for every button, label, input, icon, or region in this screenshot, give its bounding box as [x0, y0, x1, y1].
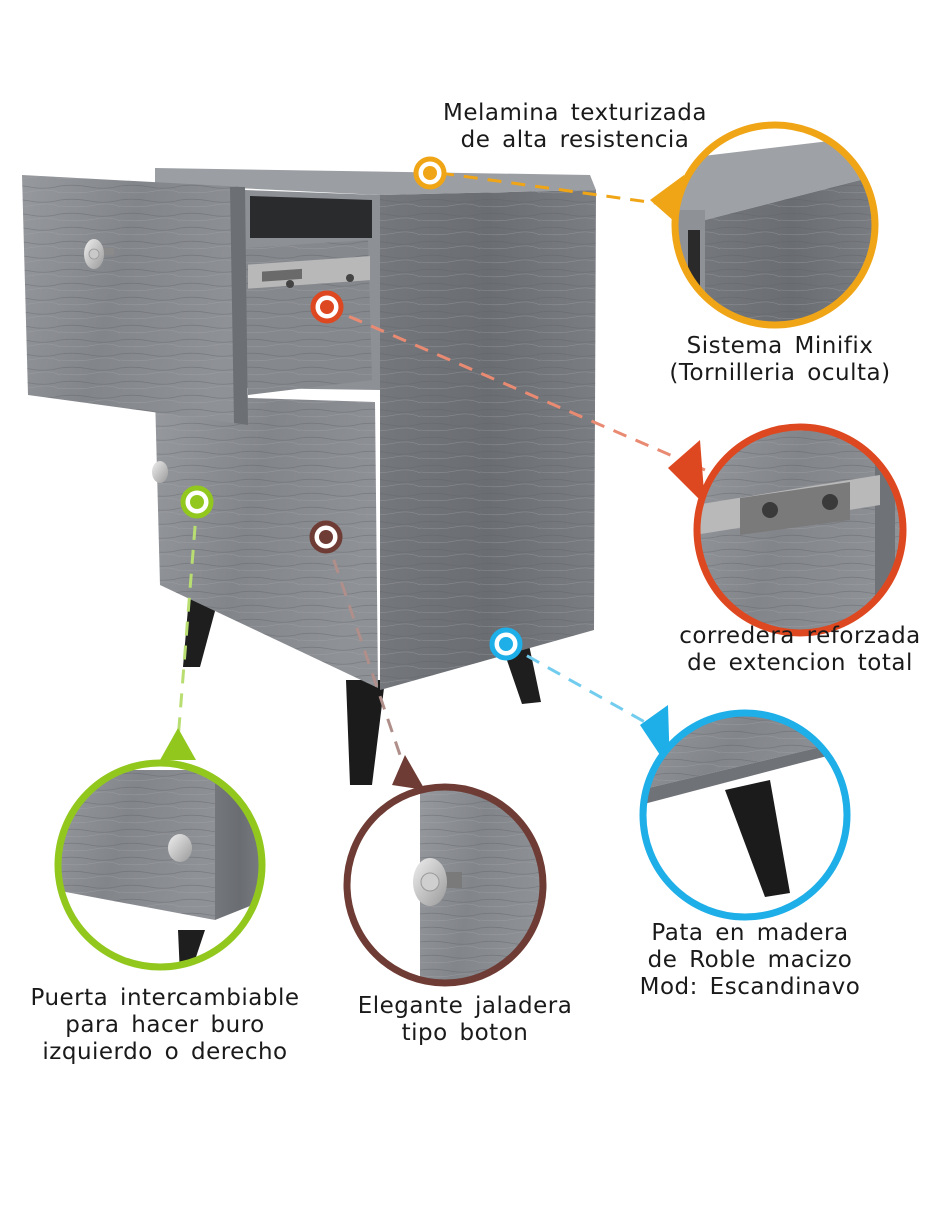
zoom-puerta: [54, 728, 266, 971]
label-corredera: corredera reforzada de extencion total: [679, 623, 921, 676]
door-knob-icon: [152, 461, 168, 483]
hotspot-pata-icon[interactable]: [489, 627, 523, 661]
label-melamina: Melamina texturizada de alta resistencia: [443, 100, 707, 153]
label-minifix: Sistema Minifix (Tornilleria oculta): [669, 333, 891, 386]
zoom-corredera: [668, 423, 907, 637]
hotspot-puerta-icon[interactable]: [180, 485, 214, 519]
nightstand: [22, 168, 596, 785]
zoom-melamina: [650, 121, 879, 329]
hotspot-corredera-icon[interactable]: [310, 290, 344, 324]
knob-icon: [168, 834, 192, 862]
zoom-pata: [639, 705, 851, 921]
label-puerta: Puerta intercambiable para hacer buro iz…: [30, 985, 300, 1065]
leg-front-left: [346, 680, 385, 785]
cabinet-top: [155, 168, 596, 195]
drawer-slide: [248, 256, 370, 289]
hotspot-melamina-icon[interactable]: [413, 156, 447, 190]
zoom-jaladera: [343, 755, 547, 987]
callout-lines: [176, 171, 706, 756]
label-pata: Pata en madera de Roble macizo Mod: Esca…: [639, 920, 861, 1000]
label-jaladera: Elegante jaladera tipo boton: [357, 993, 573, 1046]
drawer-knob-icon: [84, 239, 114, 269]
hotspot-jaladera-icon[interactable]: [309, 520, 343, 554]
